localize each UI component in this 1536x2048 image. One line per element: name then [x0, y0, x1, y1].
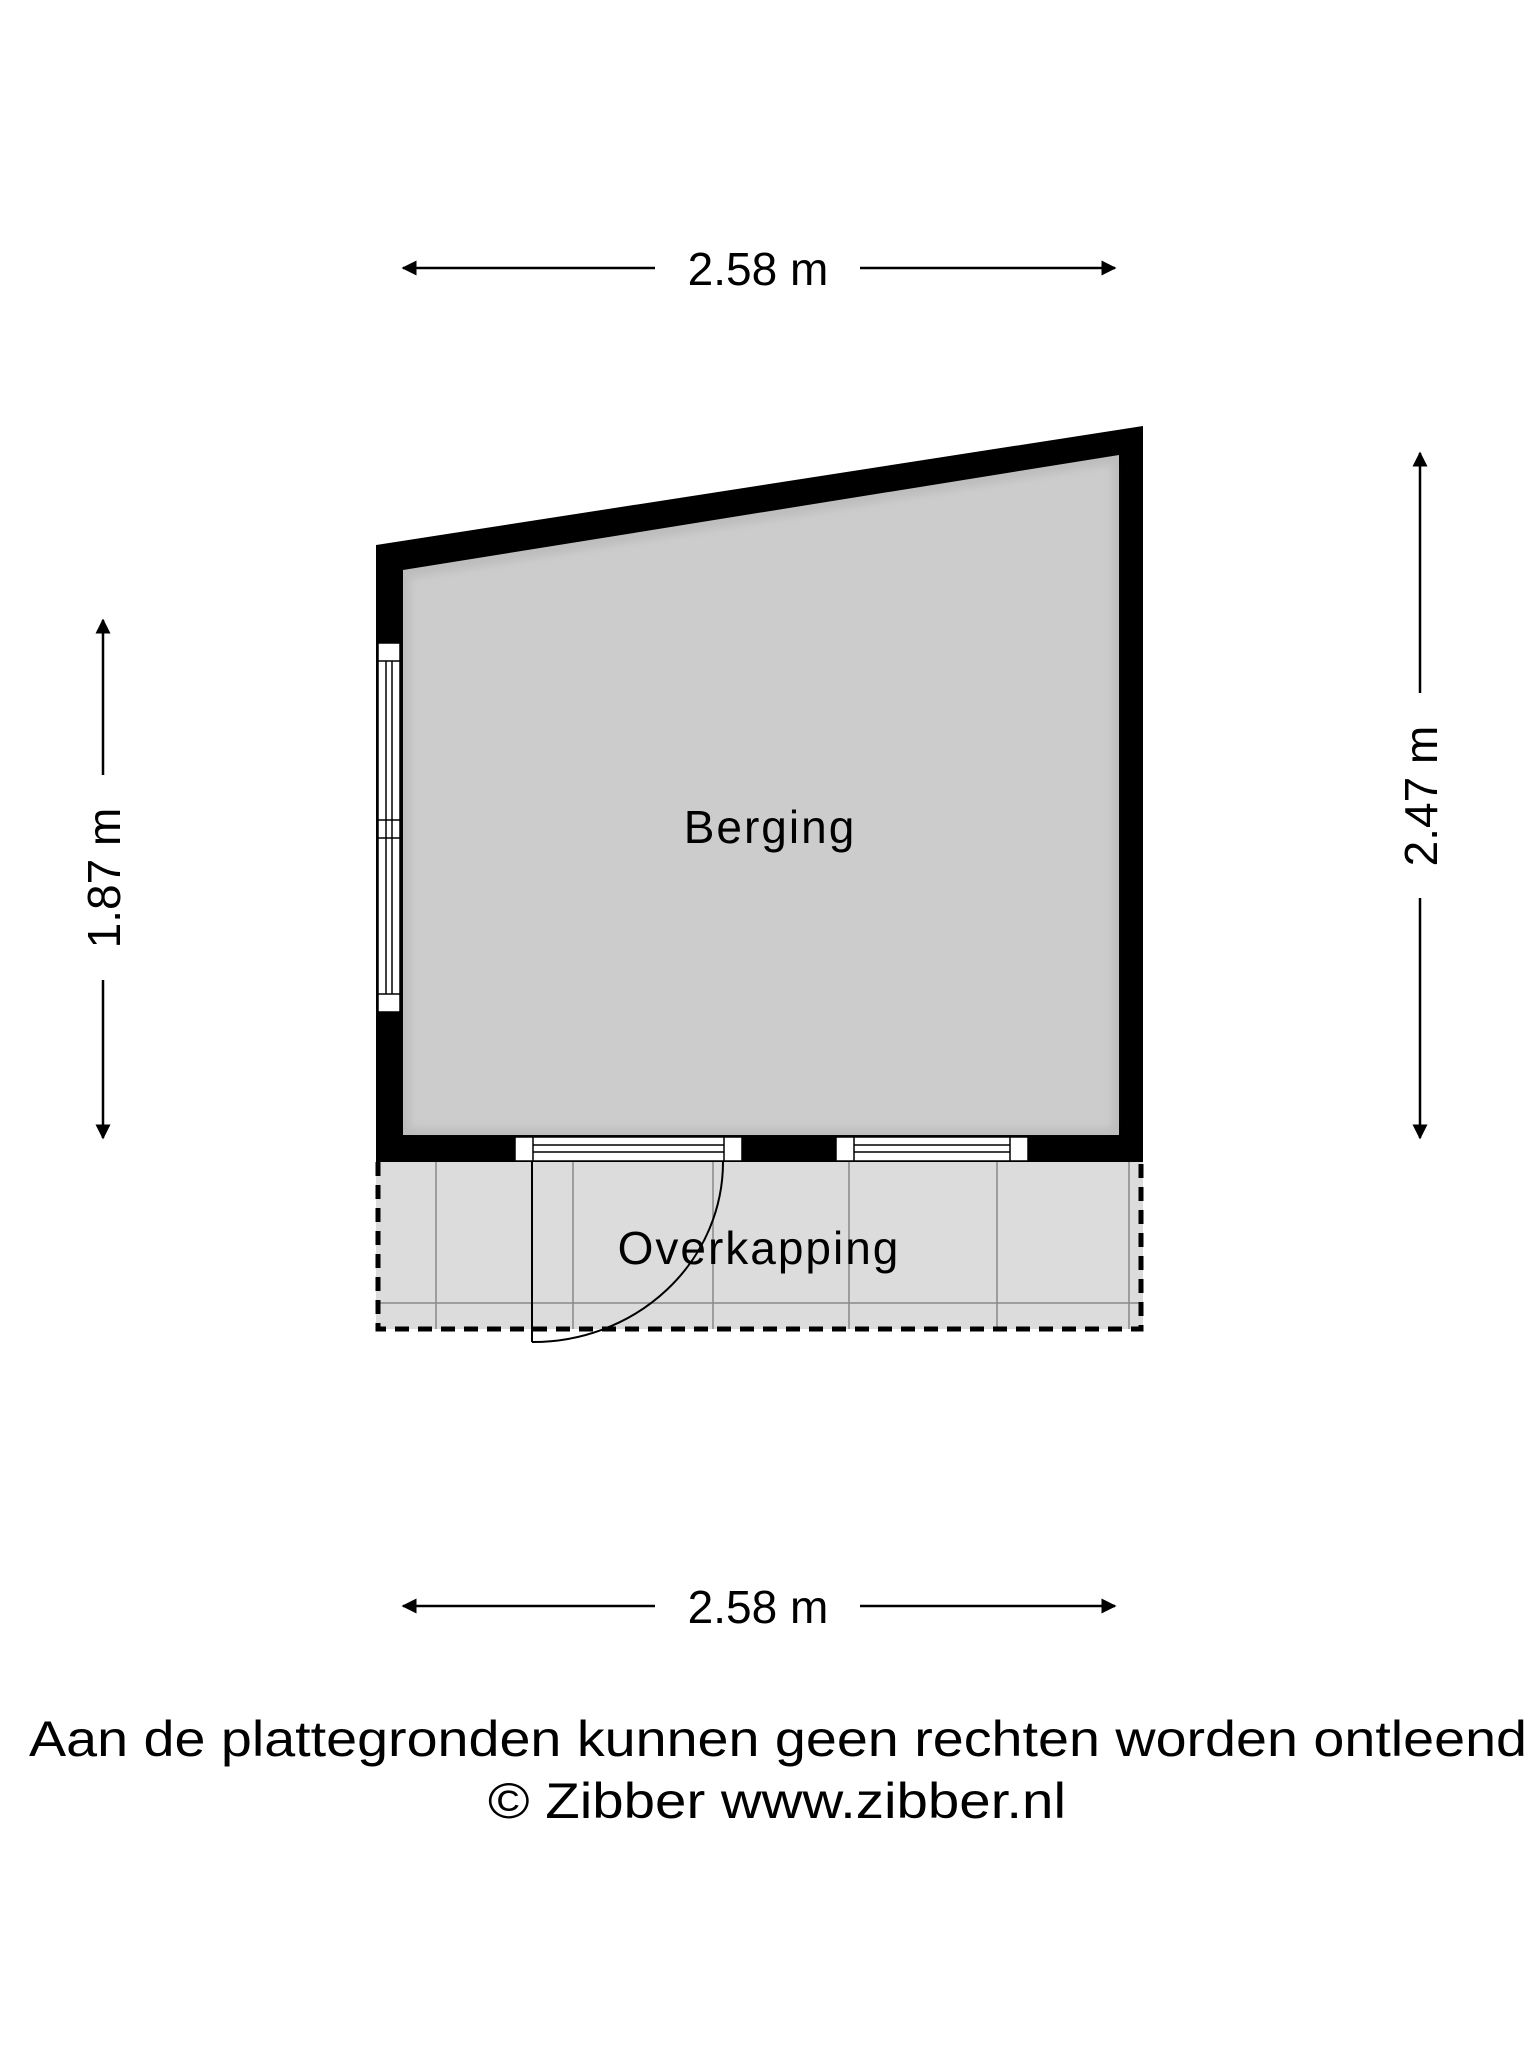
left-window — [377, 642, 401, 1013]
canopy-area — [375, 1162, 1144, 1332]
disclaimer-text: Aan de plattegronden kunnen geen rechten… — [29, 1711, 1527, 1767]
copyright-text: © Zibber www.zibber.nl — [488, 1773, 1066, 1829]
dimension-top-label: 2.58 m — [688, 243, 829, 295]
bottom-window — [835, 1136, 1029, 1162]
dimension-right-label: 2.47 m — [1395, 726, 1447, 867]
room-label-storage: Berging — [684, 801, 857, 853]
door-opening — [514, 1136, 743, 1162]
storage-room — [376, 426, 1143, 1162]
door-swing-icon — [531, 1161, 724, 1344]
dimension-bottom-label: 2.58 m — [688, 1581, 829, 1633]
dimension-left-label: 1.87 m — [78, 808, 130, 949]
room-label-canopy: Overkapping — [618, 1222, 901, 1274]
